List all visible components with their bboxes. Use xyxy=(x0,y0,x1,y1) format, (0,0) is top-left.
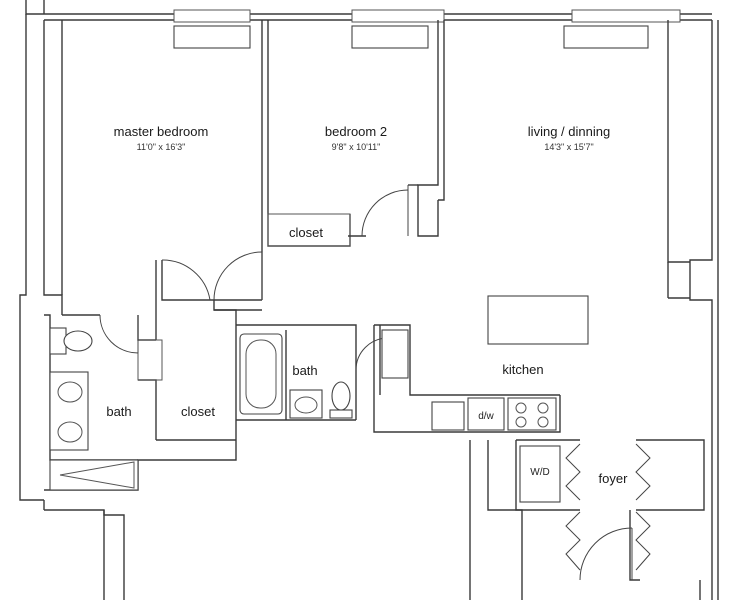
bath-center-label: bath xyxy=(292,363,317,378)
range xyxy=(507,397,557,431)
bedroom2-door-swing xyxy=(361,189,409,237)
closet-door-swing xyxy=(161,259,211,301)
interior-walls xyxy=(44,20,705,511)
bedroom-2-dims: 9'8" x 10'11" xyxy=(332,142,381,152)
toilet-center-tank xyxy=(329,409,353,419)
foyer-label: foyer xyxy=(599,471,629,486)
radiator-bed2 xyxy=(351,25,429,49)
fixtures xyxy=(49,25,651,571)
outer-walls xyxy=(19,0,719,600)
toilet-left-bowl xyxy=(63,330,93,352)
vanity-left xyxy=(49,371,89,451)
toilet-center-bowl xyxy=(331,381,351,411)
bath-left-label: bath xyxy=(106,404,131,419)
closet-master-label: closet xyxy=(181,404,215,419)
bedroom-2-label: bedroom 2 xyxy=(325,124,387,139)
closet-bed2-label: closet xyxy=(289,225,323,240)
living-dims: 14'3" x 15'7" xyxy=(544,142,593,152)
refrigerator xyxy=(381,329,409,379)
door-swings xyxy=(99,185,633,581)
master-door-swing xyxy=(213,251,263,301)
dishwasher xyxy=(467,397,505,431)
dishwasher-label: d/w xyxy=(478,411,494,422)
bathtub xyxy=(239,333,283,415)
living-label: living / dinning xyxy=(528,124,610,139)
kitchen-island xyxy=(487,295,589,345)
radiator-master xyxy=(173,25,251,49)
radiator-living xyxy=(563,25,649,49)
washer-dryer-label: W/D xyxy=(530,467,549,478)
entry-door-swing xyxy=(579,527,633,581)
shower-left xyxy=(49,459,139,491)
master-bedroom-label: master bedroom xyxy=(114,124,209,139)
washer-dryer-unit xyxy=(519,445,561,503)
master-bedroom-dims: 11'0" x 16'3" xyxy=(137,142,186,152)
kitchen-label: kitchen xyxy=(502,362,543,377)
bath-left-door-swing xyxy=(99,314,139,354)
room-labels: master bedroom 11'0" x 16'3" bedroom 2 9… xyxy=(106,124,628,486)
kitchen-sink xyxy=(431,401,465,431)
